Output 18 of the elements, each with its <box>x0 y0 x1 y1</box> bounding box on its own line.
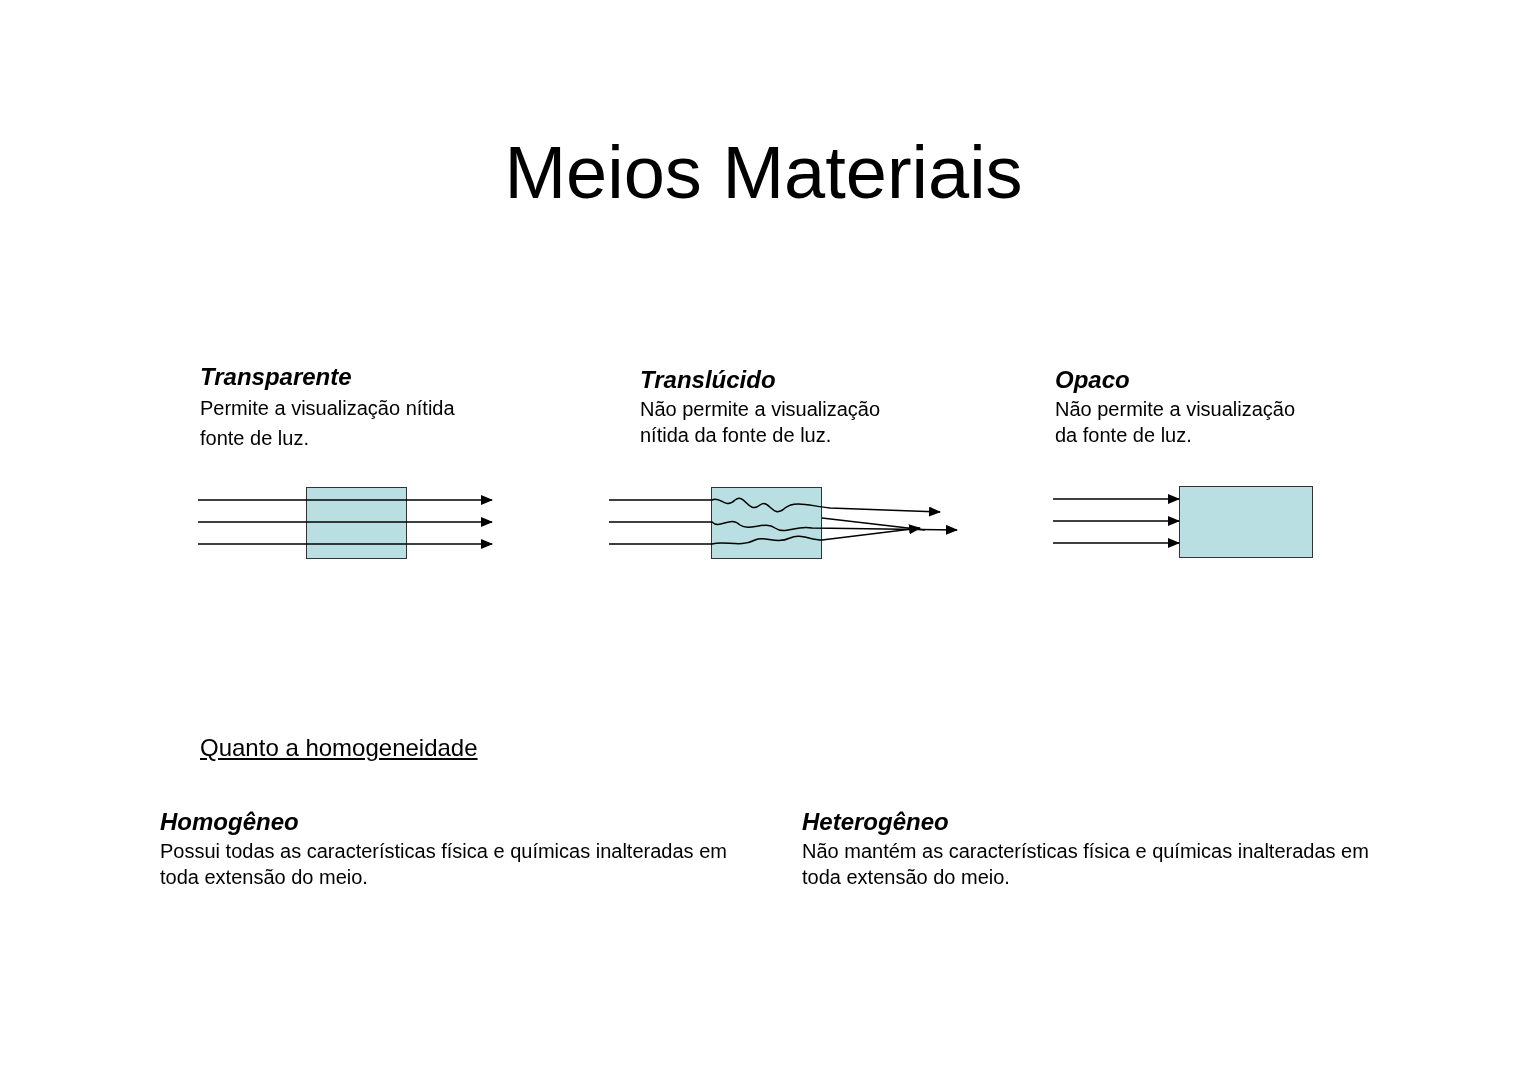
heading: Homogêneo <box>160 808 299 836</box>
arrow <box>1052 516 1180 526</box>
medium-block <box>306 487 407 559</box>
section-heading: Quanto a homogeneidade <box>200 734 478 762</box>
description: Não permite a visualização da fonte de luz. <box>1055 397 1297 448</box>
heading: Opaco <box>1055 366 1130 394</box>
description: Não permite a visualização nítida da fonte de luz. <box>640 397 882 448</box>
title: Meios Materiais <box>503 130 1024 216</box>
medium-block <box>1179 486 1313 558</box>
description: Possui todas as características física e químicas inalteradas em toda extensão do meio. <box>160 839 728 890</box>
heading: Heterogêneo <box>802 808 949 836</box>
description: Permite a visualização nítida fonte de luz. <box>200 396 456 451</box>
arrow <box>1052 494 1180 504</box>
heading: Transparente <box>200 363 352 391</box>
description: Não mantém as características física e químicas inalteradas em toda extensão do meio. <box>802 839 1370 890</box>
medium-block <box>711 487 822 559</box>
arrow <box>1052 538 1180 548</box>
heading: Translúcido <box>640 366 776 394</box>
